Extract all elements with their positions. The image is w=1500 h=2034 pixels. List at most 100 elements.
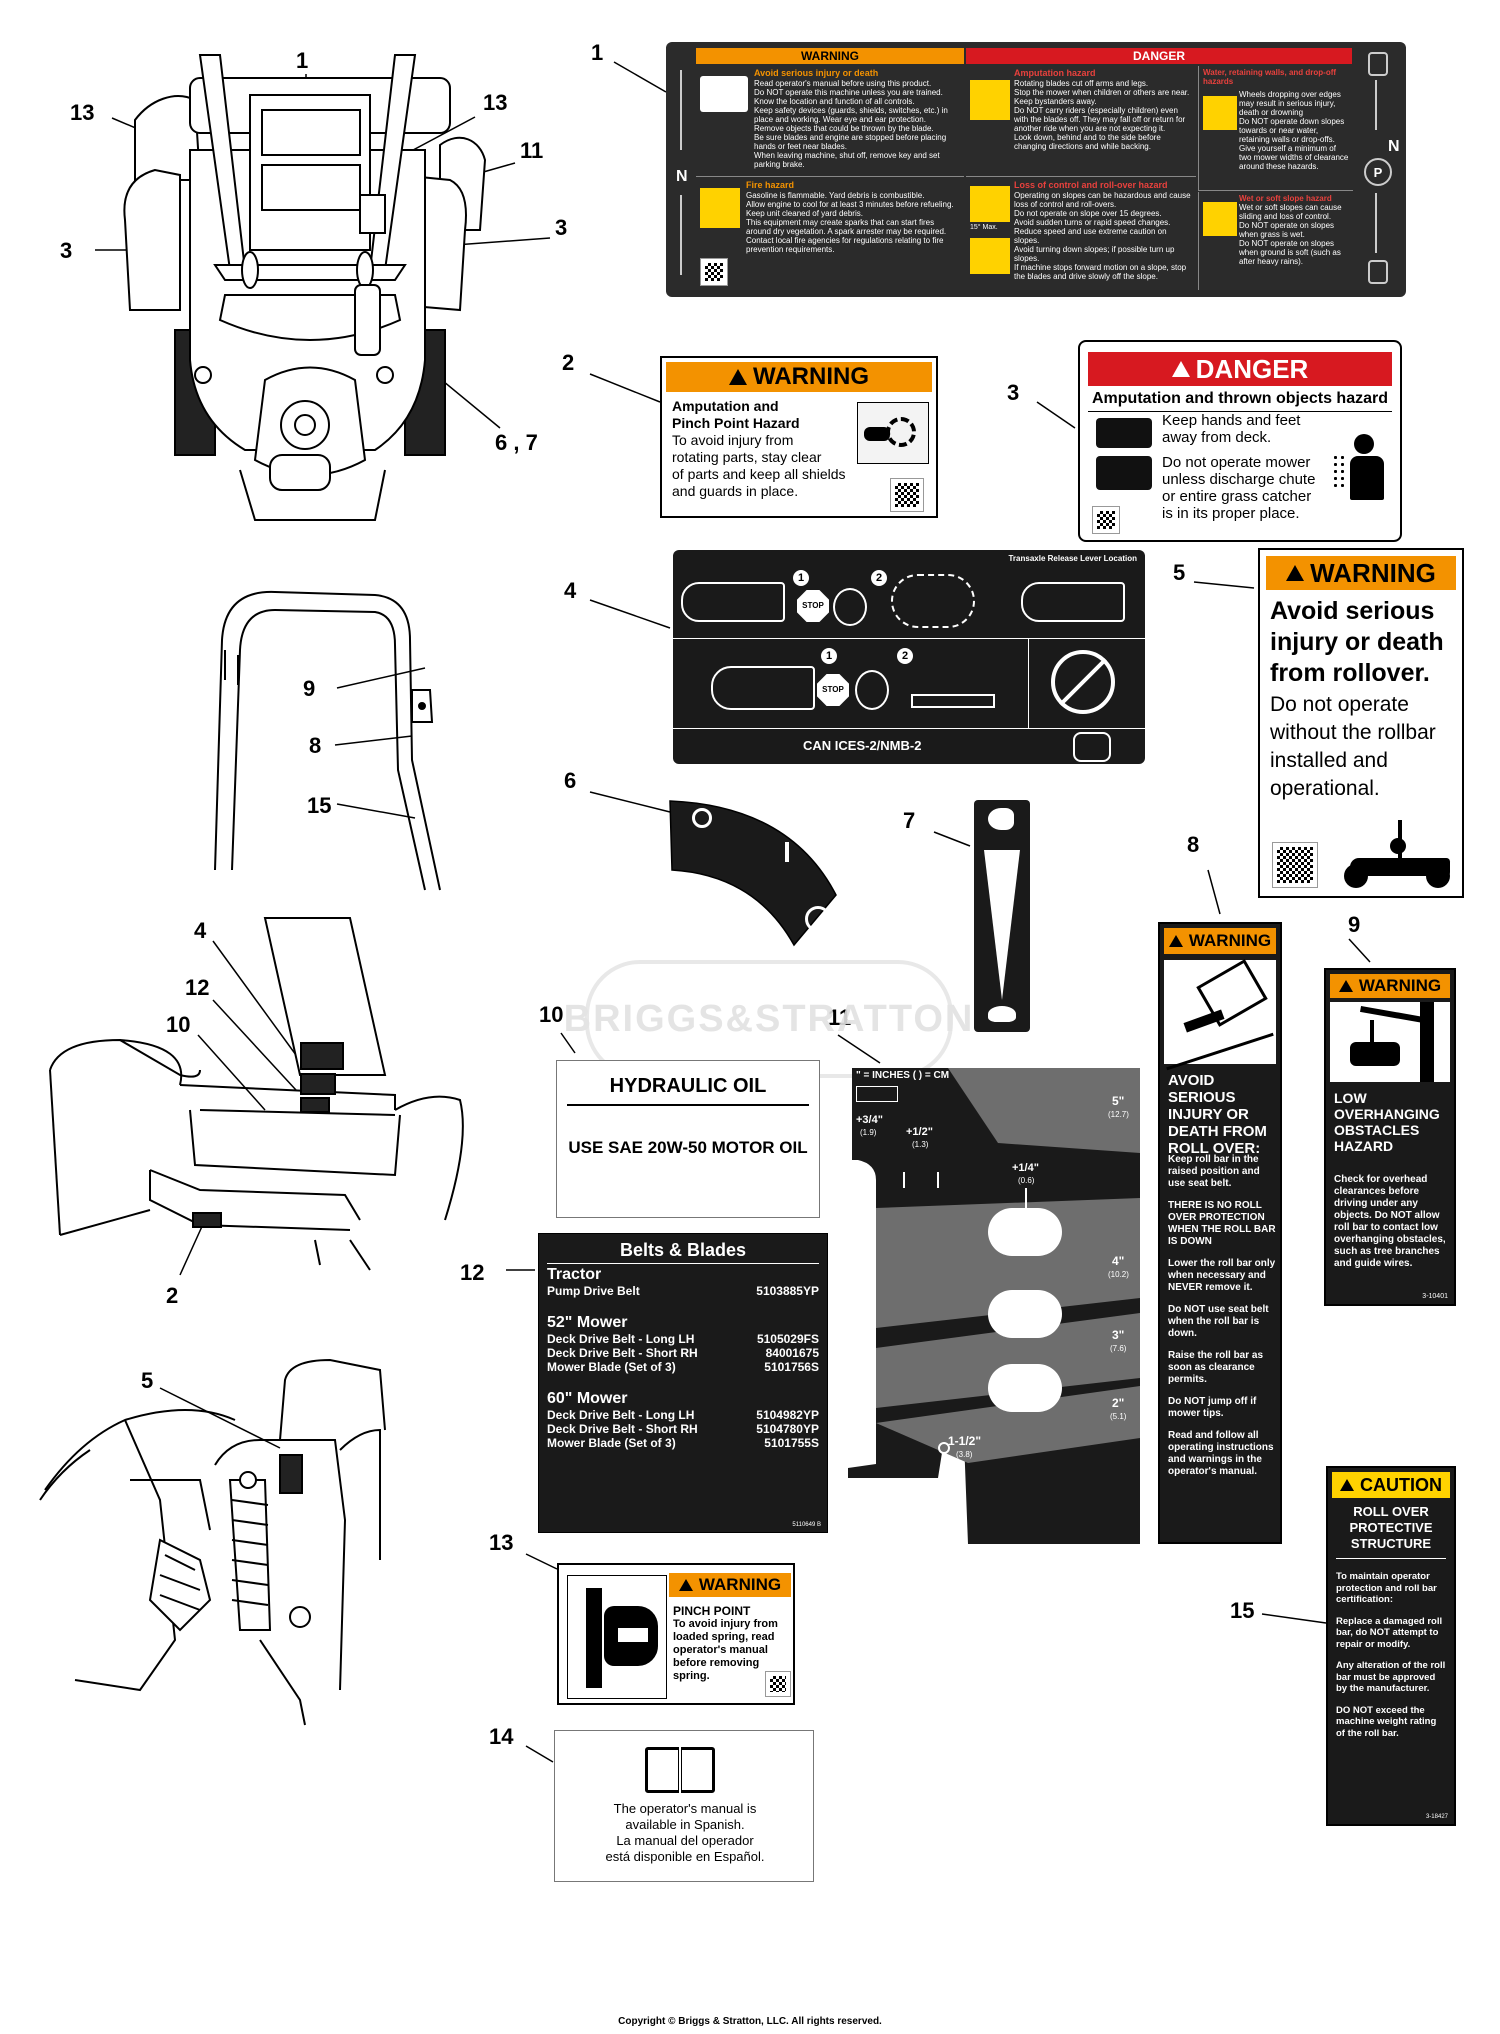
- decal2-body: To avoid injury from: [672, 432, 794, 448]
- slope-label: 15° Max.: [970, 224, 998, 231]
- tractor-icon: [681, 582, 785, 622]
- callout-10: 10: [539, 1002, 564, 1027]
- key-off-icon: [833, 588, 867, 626]
- foot-deck-icon: [1096, 456, 1152, 490]
- decal1-rollover-panel: 15° Max. Loss of control and roll-over h…: [966, 178, 1196, 290]
- decal9-title: OBSTACLES: [1334, 1122, 1420, 1138]
- loss-item: Do not operate on slope over 15 degrees.: [1014, 209, 1162, 218]
- fire-title: Fire hazard: [746, 180, 795, 190]
- wet-item: Do NOT operate on slopes when grass is w…: [1239, 221, 1335, 239]
- part-name: Mower Blade (Set of 3): [547, 1436, 676, 1450]
- decal12-section: Tractor: [547, 1266, 602, 1283]
- danger-label: DANGER: [1132, 49, 1185, 63]
- callout-14: 14: [489, 1724, 514, 1749]
- stop-sign-icon: STOP: [817, 674, 849, 706]
- decal-8: WARNING AVOID SERIOUS INJURY OR DEATH FR…: [1158, 922, 1282, 1544]
- decal-15: CAUTION ROLL OVER PROTECTIVE STRUCTURE T…: [1326, 1466, 1456, 1826]
- decal6-off-icon: [692, 808, 712, 828]
- no-towing-icon: [1051, 650, 1115, 714]
- decal8-para: THERE IS NO ROLL OVER PROTECTION WHEN TH…: [1168, 1200, 1276, 1247]
- danger-triangle-icon: [1171, 361, 1190, 377]
- decal10-title: HYDRAULIC OIL: [567, 1075, 809, 1106]
- step-2-badge: 2: [897, 648, 913, 664]
- decal5-body: operational.: [1270, 777, 1380, 800]
- decal15-caution: CAUTION: [1360, 1474, 1442, 1495]
- part-number: 5101755S: [764, 1436, 819, 1450]
- hand-deck-icon: [1096, 418, 1152, 448]
- loss-item: Reduce speed and use extreme caution on …: [1014, 227, 1167, 245]
- callout-3: 3: [1007, 380, 1020, 405]
- decal13-body: before removing: [673, 1657, 760, 1669]
- decal1-manual-panel: Avoid serious injury or death Read opera…: [696, 66, 964, 177]
- callout-15: 15: [1230, 1598, 1255, 1623]
- part-number: 5104982YP: [756, 1408, 819, 1422]
- decal-10: HYDRAULIC OIL USE SAE 20W-50 MOTOR OIL: [556, 1060, 820, 1218]
- decal1-warning-item: Remove objects that could be thrown by t…: [754, 124, 934, 133]
- decal5-headline: injury or death: [1270, 628, 1444, 656]
- warning-triangle-icon: [1286, 565, 1305, 581]
- decal14-line: The operator's manual is: [613, 1801, 757, 1816]
- decal5-headline: from rollover.: [1270, 659, 1430, 687]
- fire-item: Allow engine to cool for at least 3 minu…: [746, 200, 954, 209]
- decal12-title: Belts & Blades: [547, 1240, 819, 1264]
- decal-4: Transaxle Release Lever Location 1 STOP …: [673, 550, 1145, 764]
- callout-12: 12: [460, 1260, 485, 1285]
- decal2-body: of parts and keep all shields: [672, 466, 846, 482]
- manual-book-icon: [645, 1741, 721, 1795]
- mark-1-4-cm: (0.6): [1018, 1176, 1035, 1185]
- decal-11: " = INCHES ( ) = CM +3/4" (1.9) +1/2" (1…: [848, 1068, 1144, 1544]
- decal15-title: PROTECTIVE: [1349, 1520, 1433, 1535]
- decal15-code: 3-18427: [1425, 1814, 1448, 1820]
- wet-lead: Wet or soft slopes can cause sliding and…: [1239, 203, 1342, 221]
- lock-icon: [1368, 260, 1388, 284]
- decal8-para: Keep roll bar in the raised position and…: [1168, 1154, 1260, 1189]
- decal-7: [974, 800, 1030, 1032]
- unlock-icon: [1368, 52, 1388, 76]
- height-4-cm: (10.2): [1108, 1270, 1129, 1279]
- decal1-warning-bar: WARNING: [696, 48, 964, 64]
- decal-9: WARNING LOW OVERHANGING OBSTACLES HAZARD…: [1324, 968, 1456, 1306]
- loss-item: If machine stops forward motion on a slo…: [1014, 263, 1187, 281]
- neutral-label: N: [676, 168, 688, 185]
- height-2: 2": [1112, 1396, 1125, 1410]
- decal1-warning-item: Keep safety devices (guards, shields, sw…: [754, 106, 948, 124]
- decal4-row-1: 1 STOP 2: [681, 568, 1137, 628]
- callout-6: 6: [564, 768, 577, 793]
- decal3-bullet: unless discharge chute: [1162, 471, 1316, 488]
- height-gauge-shape: [848, 1068, 1140, 1544]
- decal1-left-strip: N: [674, 50, 694, 290]
- loss-title: Loss of control and roll-over hazard: [1014, 180, 1168, 190]
- part-name: Pump Drive Belt: [547, 1284, 640, 1298]
- decal9-title: LOW: [1334, 1090, 1367, 1106]
- fire-item: Keep unit cleaned of yard debris.: [746, 209, 863, 218]
- decal-14: The operator's manual is available in Sp…: [554, 1730, 814, 1882]
- height-3-cm: (7.6): [1110, 1344, 1127, 1353]
- part-name: Deck Drive Belt - Short RH: [547, 1346, 698, 1360]
- part-name: Deck Drive Belt - Short RH: [547, 1422, 698, 1436]
- callout-1: 1: [296, 48, 309, 73]
- decal14-line: está disponible en Español.: [605, 1849, 765, 1864]
- decal4-footer: CAN ICES-2/NMB-2: [803, 738, 922, 753]
- part-number: 5105029FS: [756, 1332, 819, 1346]
- mark-1-2-cm: (1.3): [912, 1140, 929, 1149]
- neutral-label-right: N: [1388, 138, 1400, 155]
- rollover-pictogram: [1164, 959, 1276, 1071]
- book-icon: [700, 76, 748, 112]
- qr-code: [700, 258, 728, 286]
- decal-2: WARNING Amputation and Pinch Point Hazar…: [660, 356, 938, 518]
- decal6-on-icon: [785, 842, 789, 862]
- decal8-para: Do NOT use seat belt when the roll bar i…: [1168, 1304, 1269, 1339]
- warning-triangle-icon: [1168, 935, 1183, 947]
- decal15-title: STRUCTURE: [1350, 1536, 1432, 1551]
- decal3-subtitle: Amputation and thrown objects hazard: [1088, 390, 1392, 412]
- rabbit-fast-icon: [988, 808, 1014, 830]
- decal1-fire-panel: Fire hazard Gasoline is flammable. Yard …: [696, 178, 964, 290]
- callout-11: 11: [828, 1005, 852, 1030]
- height-3: 3": [1112, 1328, 1125, 1342]
- decal3-bullet: Keep hands and feet: [1162, 412, 1301, 429]
- wet-item: Do NOT operate on slopes when ground is …: [1239, 239, 1341, 266]
